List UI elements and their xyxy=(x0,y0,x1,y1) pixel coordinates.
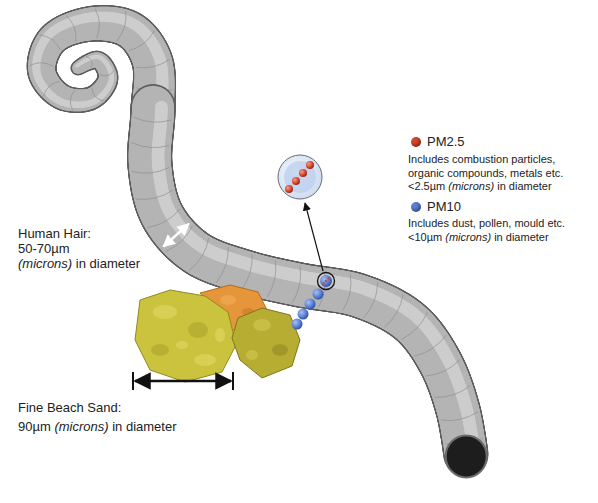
label-group: Fine Beach Sand: 90µm(microns) in diameter xyxy=(18,398,248,436)
hair-cuticle xyxy=(66,16,76,42)
dimension-bracket xyxy=(133,372,233,390)
hair-guide xyxy=(42,23,466,455)
legend-row: PM10 xyxy=(411,199,461,215)
hair-cuticle xyxy=(136,190,173,199)
label-text: (microns) xyxy=(54,419,108,434)
label-text: (microns) xyxy=(18,256,72,271)
label-group: Includes combustion particles, organic c… xyxy=(408,153,593,194)
hair-cuticle xyxy=(92,87,104,101)
hair-cuticle xyxy=(30,63,54,67)
pm25-particle xyxy=(299,169,307,177)
magnify-ring xyxy=(318,273,335,290)
hair-cuticle xyxy=(343,274,351,311)
bracket-tick xyxy=(132,372,134,390)
pm10-particle xyxy=(305,299,316,310)
label-line: Human Hair: xyxy=(18,226,158,241)
hair-cuticle xyxy=(426,360,460,377)
label-text: (microns) xyxy=(445,231,491,243)
label-text: <2.5µm xyxy=(408,180,445,192)
pm25-particle xyxy=(322,282,324,284)
hair-cuticle xyxy=(132,167,170,173)
label-text: Includes dust, pollen, mould etc. xyxy=(408,217,565,229)
hair-cuticle xyxy=(86,56,92,68)
label-text: 90µm xyxy=(18,419,51,434)
pm25-particle xyxy=(325,280,327,282)
hair-cuticle xyxy=(129,30,155,50)
grain-texture xyxy=(246,319,288,360)
sand-grain xyxy=(135,290,236,382)
sand-grains xyxy=(135,285,300,382)
lens-circle xyxy=(278,155,322,199)
hair-cuticle xyxy=(267,260,276,297)
pm25-particle xyxy=(306,161,314,169)
hair-cuticle xyxy=(434,385,470,397)
legend-row: PM2.5 xyxy=(411,134,465,150)
width-arrow xyxy=(163,224,188,247)
sand-grain xyxy=(232,308,300,378)
hair-cuticle xyxy=(100,70,115,76)
leader-arrow xyxy=(305,203,323,271)
hair-cross-section xyxy=(446,435,487,477)
dimension-arrow xyxy=(135,380,231,383)
label-text: in diameter xyxy=(497,180,551,192)
hair-cuticle xyxy=(241,254,252,290)
hair-shaft xyxy=(127,84,488,477)
label-text: 50-70µm xyxy=(18,241,70,256)
magnified-view xyxy=(278,155,322,199)
hair-cuticle xyxy=(401,312,427,339)
legend-swatch xyxy=(411,137,421,147)
label-text: in diameter xyxy=(112,419,176,434)
hair-cuticle xyxy=(95,9,99,39)
hair-cuticle xyxy=(166,225,193,251)
label-text: <10µm xyxy=(408,231,442,243)
hair-cuticle xyxy=(364,282,378,317)
label-text: in diameter xyxy=(494,231,548,243)
legend-text: PM10 xyxy=(427,199,461,214)
hair-cuticle xyxy=(70,90,75,110)
hair-cuticle xyxy=(131,142,169,147)
pm10-particle xyxy=(292,319,303,330)
hair-cuticle xyxy=(292,266,300,303)
label-line: (microns) in diameter xyxy=(18,256,158,271)
bracket-tick xyxy=(232,372,234,390)
label-text: in diameter xyxy=(76,256,140,271)
label-line: 50-70µm xyxy=(18,241,158,256)
hair-cuticle xyxy=(415,335,447,356)
hair-cuticle xyxy=(441,412,478,421)
pm25-particle xyxy=(285,185,293,193)
label-text: Fine Beach Sand: xyxy=(18,400,121,415)
label-line: Includes combustion particles, organic c… xyxy=(408,153,593,180)
pm10-particle xyxy=(320,275,332,287)
label-line: 90µm(microns) in diameter xyxy=(18,417,248,436)
pm10-particle xyxy=(298,309,309,320)
pm25-particle xyxy=(292,177,300,185)
legend-text: PM2.5 xyxy=(427,134,465,149)
label-line: <10µm(microns)in diameter xyxy=(408,231,593,245)
hair-cuticle xyxy=(134,117,172,122)
hair-cuticle xyxy=(216,247,228,283)
label-text: Includes combustion particles, organic c… xyxy=(408,153,563,179)
label-line: Fine Beach Sand: xyxy=(18,398,248,417)
hair-cuticle xyxy=(384,294,403,327)
label-group: Human Hair:50-70µm(microns) in diameter xyxy=(18,226,158,271)
label-line: <2.5µm(microns)in diameter xyxy=(408,180,593,194)
label-text: Human Hair: xyxy=(18,226,91,241)
hair-cuticle xyxy=(44,81,60,96)
hair-cuticle xyxy=(189,238,209,270)
hair-cuticle xyxy=(147,209,180,228)
legend-swatch xyxy=(411,202,421,212)
pm25-particle xyxy=(327,277,329,279)
hair-cuticle xyxy=(40,35,61,50)
pm10-particles xyxy=(292,273,335,330)
label-text: (microns) xyxy=(448,180,494,192)
label-line: Includes dust, pollen, mould etc. xyxy=(408,217,593,231)
hair-cuticle xyxy=(136,59,170,68)
hair-cuticle xyxy=(117,11,126,41)
grain-texture xyxy=(151,305,225,366)
pm10-particle-large xyxy=(284,161,316,193)
label-group: Includes dust, pollen, mould etc. <10µm(m… xyxy=(408,217,593,244)
pm10-particle xyxy=(313,289,324,300)
